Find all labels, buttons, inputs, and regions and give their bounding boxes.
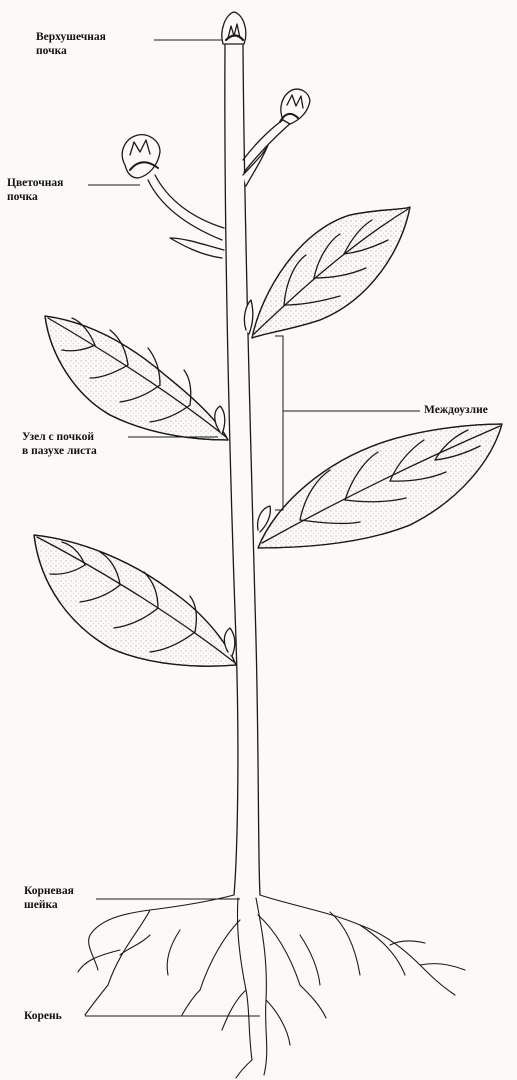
- root-system: [78, 895, 465, 1078]
- label-internode: Междоузлие: [424, 403, 488, 417]
- flower-bud-branch: [122, 135, 224, 258]
- label-root-collar-line2: шейка: [24, 898, 74, 912]
- label-flower-bud-line1: Цветочная: [7, 176, 63, 190]
- label-root-text: Корень: [24, 1009, 62, 1023]
- leaf-lower-right: [258, 424, 502, 548]
- internode-bracket: [275, 336, 283, 510]
- label-axillary-node: Узел с почкой в пазухе листа: [22, 430, 97, 458]
- apical-bud: [222, 12, 246, 44]
- stem: [225, 45, 238, 895]
- leaf-middle-left: [45, 316, 228, 440]
- label-flower-bud: Цветочная почка: [7, 176, 63, 204]
- label-axillary-node-line1: Узел с почкой: [22, 430, 97, 444]
- label-axillary-node-line2: в пазухе листа: [22, 444, 97, 458]
- leaf-lower-left: [34, 535, 236, 666]
- leaf-upper-right: [244, 207, 410, 338]
- label-root-collar: Корневая шейка: [24, 884, 74, 912]
- label-flower-bud-line2: почка: [7, 190, 63, 204]
- label-root-collar-line1: Корневая: [24, 884, 74, 898]
- label-apical-bud-line1: Верхушечная: [36, 30, 106, 44]
- label-root: Корень: [24, 1009, 62, 1023]
- label-apical-bud: Верхушечная почка: [36, 30, 106, 58]
- label-internode-text: Междоузлие: [424, 403, 488, 417]
- label-apical-bud-line2: почка: [36, 44, 106, 58]
- upper-bud-branch: [243, 89, 310, 186]
